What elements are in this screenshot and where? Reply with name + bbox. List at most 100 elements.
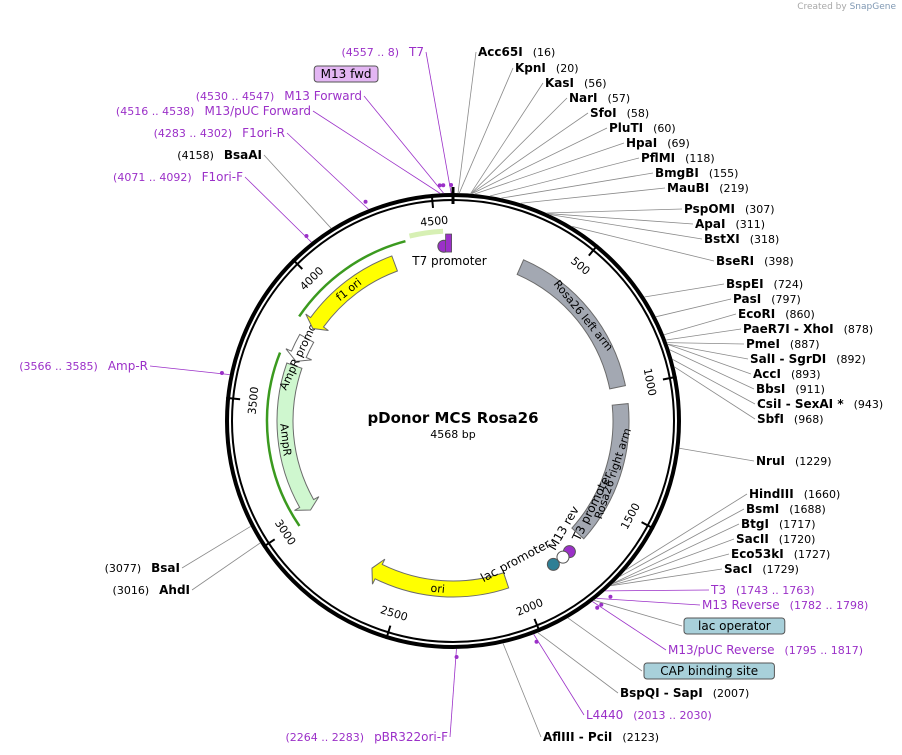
- label-amp-r: (3566 .. 3585)Amp-R: [19, 359, 148, 373]
- label-name: pBR322ori-F: [374, 730, 448, 744]
- label-name: PluTI: [609, 121, 643, 135]
- label-bsmi: BsmI(1688): [746, 502, 826, 516]
- leader-line: [547, 213, 694, 225]
- label-hpai: HpaI(69): [626, 136, 690, 150]
- label-box-cap-binding-site: [643, 662, 775, 680]
- label-name: KasI: [545, 76, 574, 90]
- t7-promoter-label: T7 promoter: [411, 254, 487, 268]
- label-pluti: PluTI (60): [609, 121, 676, 135]
- label-range: (887): [790, 338, 820, 351]
- t7-promoter-block: [445, 233, 452, 253]
- tick-label: 4500: [420, 214, 449, 230]
- tick-mark: [385, 625, 392, 640]
- label-bseri: BseRI(398): [716, 254, 794, 268]
- label-btgi: BtgI(1717): [741, 517, 816, 531]
- leader-line: [613, 523, 740, 584]
- leader-line: [644, 283, 725, 298]
- primer-marker: [304, 233, 309, 238]
- label-range: (968): [794, 413, 824, 426]
- label-bspqi-sapi: BspQI - SapI(2007): [620, 686, 749, 700]
- label-paer7i-xhoi: PaeR7I - XhoI (878): [743, 322, 873, 336]
- label-sacii: SacII(1720): [736, 532, 815, 546]
- tick-mark: [430, 193, 435, 209]
- label-name: T3: [710, 583, 726, 597]
- label-nrui: NruI(1229): [756, 454, 832, 468]
- label-range: (4283 .. 4302): [154, 127, 233, 140]
- label-range: (69): [667, 137, 690, 150]
- label-range: (1720): [779, 533, 816, 546]
- label-range: (3077): [105, 562, 142, 575]
- leader-line: [191, 542, 261, 591]
- label-nari: NarI(57): [569, 91, 630, 105]
- label-acci: AccI(893): [753, 367, 821, 381]
- snapgene-credit: Created by SnapGene: [797, 2, 896, 12]
- label-range: (943): [854, 398, 884, 411]
- leader-lines-layer: [149, 51, 756, 738]
- credit-prefix: Created by: [797, 2, 847, 12]
- label-bmgbi: BmgBI(155): [655, 166, 738, 180]
- leader-line: [669, 349, 755, 390]
- label-range: (797): [771, 293, 801, 306]
- leader-line: [470, 112, 589, 195]
- leader-line: [672, 359, 756, 405]
- leader-line: [286, 132, 369, 210]
- label-name: F1ori-F: [202, 170, 243, 184]
- label-name: BsmI: [746, 502, 779, 516]
- tick-mark: [262, 538, 276, 548]
- label-name: EcoRI: [738, 307, 775, 321]
- label-name: PaeR7I - XhoI: [743, 322, 834, 336]
- primer-marker: [437, 183, 442, 188]
- label-bsaai: (4158) BsaAI: [177, 148, 262, 162]
- tick-label: 2000: [514, 596, 545, 619]
- leader-line: [457, 51, 477, 194]
- label-name: KpnI: [515, 61, 546, 75]
- label-t7: (4557 .. 8)T7: [341, 45, 424, 59]
- label-name: AhdI: [159, 583, 190, 597]
- label-saci: SacI(1729): [724, 562, 799, 576]
- leader-line: [449, 648, 457, 738]
- small-feature-m13-rev: [556, 550, 570, 564]
- leader-line: [458, 67, 514, 194]
- label-range: (911): [795, 383, 825, 396]
- label-range: (118): [685, 152, 715, 165]
- feature-label-rosa26-left-arm: Rosa26 left arm: [551, 278, 616, 354]
- label-name: BsaAI: [224, 148, 262, 162]
- label-range: (4158): [177, 149, 214, 162]
- label-name: M13/pUC Reverse: [668, 643, 775, 657]
- leader-line: [571, 225, 715, 262]
- label-range: (57): [608, 92, 631, 105]
- label-name: BmgBI: [655, 166, 699, 180]
- label-name: M13 Reverse: [702, 598, 780, 612]
- leader-line: [663, 313, 737, 336]
- label-name: SalI - SgrDI: [750, 352, 826, 366]
- leader-line: [502, 643, 542, 738]
- label-box-lac-operator: [683, 617, 786, 635]
- label-name: PspOMI: [684, 202, 735, 216]
- leader-line: [244, 176, 312, 243]
- label-range: (318): [750, 233, 780, 246]
- lac-promoter-label: lac promoter: [478, 537, 552, 585]
- feature-ampr: [276, 362, 320, 511]
- tick-mark: [588, 244, 599, 257]
- leader-line: [489, 157, 640, 197]
- ampr-strand-arc: [265, 352, 301, 527]
- label-range: (4530 .. 4547): [196, 90, 275, 103]
- label-range: (56): [584, 77, 607, 90]
- label-range: (2123): [622, 731, 659, 744]
- label-sfoi: SfoI(58): [590, 106, 649, 120]
- leader-line: [312, 110, 441, 194]
- label-range: (60): [653, 122, 676, 135]
- label-name: BbsI: [756, 382, 785, 396]
- leader-line: [610, 568, 723, 587]
- label-pasi: PasI(797): [733, 292, 801, 306]
- label-range: (724): [774, 278, 804, 291]
- label-name: T7: [408, 45, 424, 59]
- label-range: (878): [844, 323, 874, 336]
- label-csii-sexai: CsiI - SexAI *(943): [757, 397, 883, 411]
- tick-label: 3000: [272, 517, 298, 548]
- leader-line: [625, 493, 748, 571]
- primer-marker: [363, 199, 368, 204]
- label-name: ApaI: [695, 217, 725, 231]
- label-name: M13/pUC Forward: [204, 104, 311, 118]
- label-name: HindIII: [749, 487, 794, 501]
